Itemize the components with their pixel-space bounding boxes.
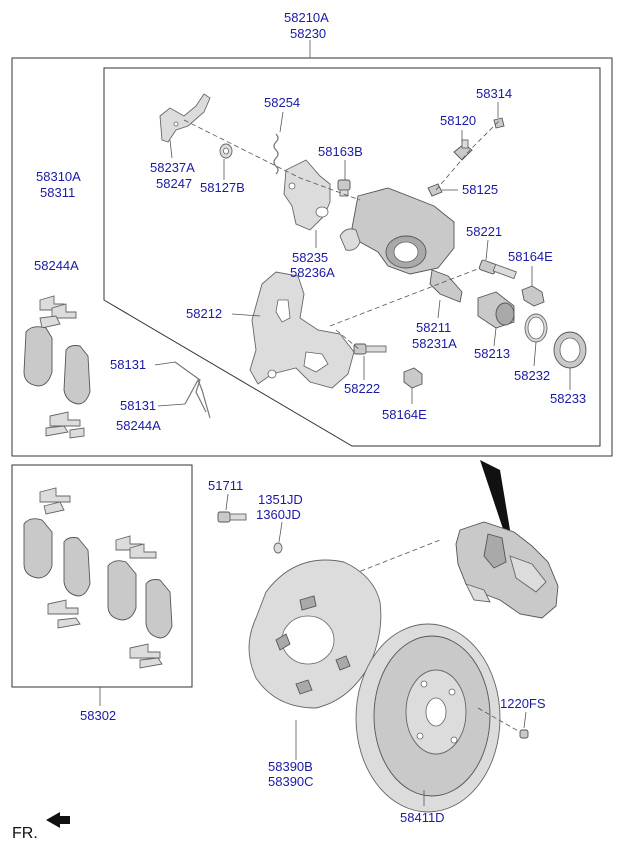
label-58230: 58230: [290, 26, 326, 41]
piston-58213: [477, 291, 515, 329]
label-58127B: 58127B: [200, 180, 245, 195]
front-arrow: [46, 812, 70, 828]
label-58254: 58254: [264, 95, 300, 110]
label-58211: 58211: [416, 320, 451, 335]
label-58231A: 58231A: [412, 336, 457, 351]
label-58232: 58232: [514, 368, 550, 383]
front-label: FR.: [12, 825, 38, 842]
cap-58314: [493, 117, 505, 129]
bolt-58163B: [337, 179, 351, 197]
brake-disc-58411D: [355, 623, 501, 813]
label-58237A: 58237A: [150, 160, 195, 175]
label-58236A: 58236A: [290, 265, 335, 280]
label-58233: 58233: [550, 391, 586, 406]
label-1351JD: 1351JD: [258, 492, 303, 507]
label-58163B: 58163B: [318, 144, 363, 159]
spring-58254: [273, 133, 279, 175]
label-58302: 58302: [80, 708, 116, 723]
boot-58164E-upper: [521, 285, 545, 307]
label-58125: 58125: [462, 182, 498, 197]
label-58247: 58247: [156, 176, 192, 191]
bolt-58222: [353, 343, 387, 355]
guide-pin-58221: [478, 259, 517, 280]
label-58131-a: 58131: [110, 357, 146, 372]
caliper-kit-frame: [103, 67, 601, 447]
washer-58127B: [219, 143, 233, 159]
caliper-body-58211: [339, 187, 463, 303]
pad-set-upper: [23, 295, 91, 439]
label-58131-b: 58131: [120, 398, 156, 413]
washer-1351JD: [273, 542, 283, 554]
plate-58235: [283, 159, 331, 231]
label-58164E-lower: 58164E: [382, 407, 427, 422]
label-58164E-upper: 58164E: [508, 249, 553, 264]
label-1220FS: 1220FS: [500, 696, 546, 711]
pointer-arrow: [480, 460, 510, 532]
label-58390B: 58390B: [268, 759, 313, 774]
label-58222: 58222: [344, 381, 380, 396]
label-58213: 58213: [474, 346, 510, 361]
label-1360JD: 1360JD: [256, 507, 301, 522]
bolt-51711: [217, 511, 247, 523]
label-58120: 58120: [440, 113, 476, 128]
pad-kit-frame: [11, 464, 193, 688]
label-58314: 58314: [476, 86, 512, 101]
bracket-58212: [249, 271, 355, 389]
clip-58237A: [159, 93, 211, 143]
label-58235: 58235: [292, 250, 328, 265]
label-58411D: 58411D: [400, 810, 445, 825]
seal-58232: [524, 313, 548, 343]
label-58221: 58221: [466, 224, 502, 239]
screw-1220FS: [519, 729, 529, 739]
label-58244A-upper: 58244A: [34, 258, 79, 273]
boot-58164E-lower: [403, 367, 423, 389]
dust-boot-58233: [553, 331, 587, 369]
upper-assembly-frame: [11, 57, 613, 457]
label-58210A: 58210A: [284, 10, 329, 25]
label-58390C: 58390C: [268, 774, 314, 789]
pad-set-lower: [23, 487, 173, 669]
caliper-assembled: [455, 521, 559, 619]
label-51711: 51711: [208, 478, 243, 493]
label-58244A-lower: 58244A: [116, 418, 161, 433]
bleeder-58120: [453, 139, 473, 161]
cap-58125: [427, 183, 443, 197]
label-58311: 58311: [40, 185, 75, 200]
label-58212: 58212: [186, 306, 222, 321]
label-58310A: 58310A: [36, 169, 81, 184]
wire-spring-58131: [174, 361, 211, 419]
